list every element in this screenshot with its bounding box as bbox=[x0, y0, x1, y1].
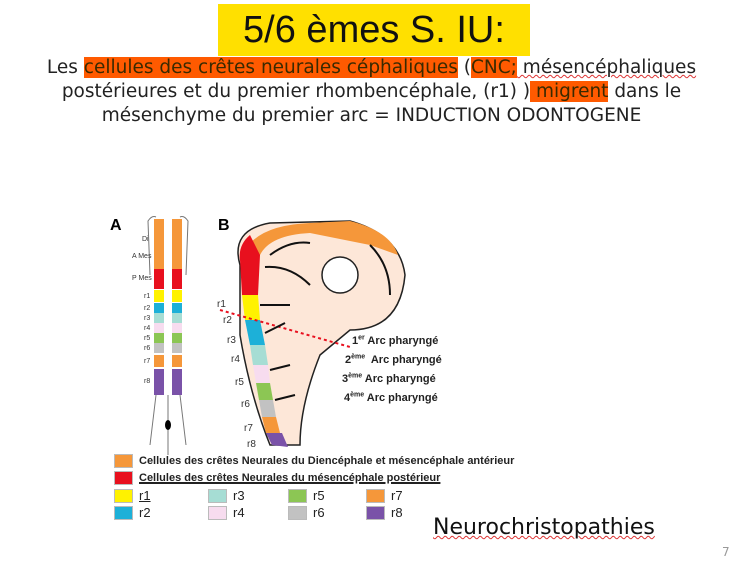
legend-item-mesencephale: Cellules des crêtes Neurales du mésencép… bbox=[114, 471, 440, 485]
body-line-2: postérieures et du premier rhombencéphal… bbox=[0, 81, 743, 103]
arc-label-4: 4ème Arc pharyngé bbox=[344, 391, 438, 404]
panel-b-labels: r1 r2 r3 r4 r5 r6 r7 r8 bbox=[217, 299, 256, 450]
text: dans le bbox=[608, 81, 682, 102]
swatch bbox=[114, 454, 133, 468]
label: r4 bbox=[231, 354, 240, 365]
legend-r2: r2 bbox=[114, 505, 151, 520]
legend-r7: r7 bbox=[366, 488, 403, 503]
neural-crest-figure: A B Di A Mes P Mes r1 r2 r3 bbox=[70, 155, 514, 525]
panel-a-label: A bbox=[110, 217, 122, 234]
label: r6 bbox=[144, 345, 150, 352]
label: r2 bbox=[223, 315, 232, 326]
label: r5 bbox=[144, 335, 150, 342]
label-di: Di bbox=[142, 236, 149, 243]
legend-r4: r4 bbox=[208, 505, 245, 520]
text: mésencéphaliques bbox=[516, 57, 697, 78]
legend-r5: r5 bbox=[288, 488, 325, 503]
panel-a-labels: Di A Mes P Mes r1 r2 r3 r4 r5 r6 r7 r8 bbox=[132, 236, 152, 385]
highlight-cnc: cellules des crêtes neurales céphaliques bbox=[83, 57, 458, 78]
label: r1 bbox=[217, 299, 226, 310]
legend-r6: r6 bbox=[288, 505, 325, 520]
text: postérieures et du premier rhombencéphal… bbox=[61, 81, 531, 102]
label: r8 bbox=[247, 439, 256, 450]
text: ( bbox=[457, 57, 471, 78]
legend-r3: r3 bbox=[208, 488, 245, 503]
legend-item-diencephale: Cellules des crêtes Neurales du Diencéph… bbox=[114, 454, 514, 468]
slide-title: 5/6 èmes S. IU: bbox=[218, 4, 530, 56]
label: r8 bbox=[144, 378, 150, 385]
highlight-migrent: migrent bbox=[530, 81, 609, 102]
swatch bbox=[114, 471, 133, 485]
neural-crest-diagram: A B Di A Mes P Mes r1 r2 r3 bbox=[110, 216, 406, 455]
embryo bbox=[219, 220, 406, 447]
label-p-mes: P Mes bbox=[132, 275, 152, 282]
neural-tube bbox=[147, 216, 189, 455]
page-number: 7 bbox=[722, 545, 730, 559]
label: r7 bbox=[244, 423, 253, 434]
arc-label-3: 3ème Arc pharyngé bbox=[342, 372, 436, 385]
label: r4 bbox=[144, 325, 150, 332]
text: Les bbox=[46, 57, 84, 78]
legend-r1: r1 bbox=[114, 488, 151, 503]
label: r2 bbox=[144, 305, 150, 312]
label: r7 bbox=[144, 358, 150, 365]
neurochristopathies-label: Neurochristopathies bbox=[433, 515, 655, 540]
label: r1 bbox=[144, 293, 150, 300]
arc-label-2: 2ème Arc pharyngé bbox=[345, 353, 442, 366]
panel-b-label: B bbox=[218, 217, 230, 234]
legend-r8: r8 bbox=[366, 505, 403, 520]
highlight-cnc-abbrev: CNC; bbox=[471, 57, 517, 78]
body-line-1: Les cellules des crêtes neurales céphali… bbox=[0, 57, 743, 79]
arc-label-1: 1er Arc pharyngé bbox=[352, 334, 439, 347]
label: r3 bbox=[144, 315, 150, 322]
label: r3 bbox=[227, 335, 236, 346]
label-a-mes: A Mes bbox=[132, 253, 152, 260]
label: r5 bbox=[235, 377, 244, 388]
body-line-3: mésenchyme du premier arc = INDUCTION OD… bbox=[101, 105, 642, 126]
label: r6 bbox=[241, 399, 250, 410]
